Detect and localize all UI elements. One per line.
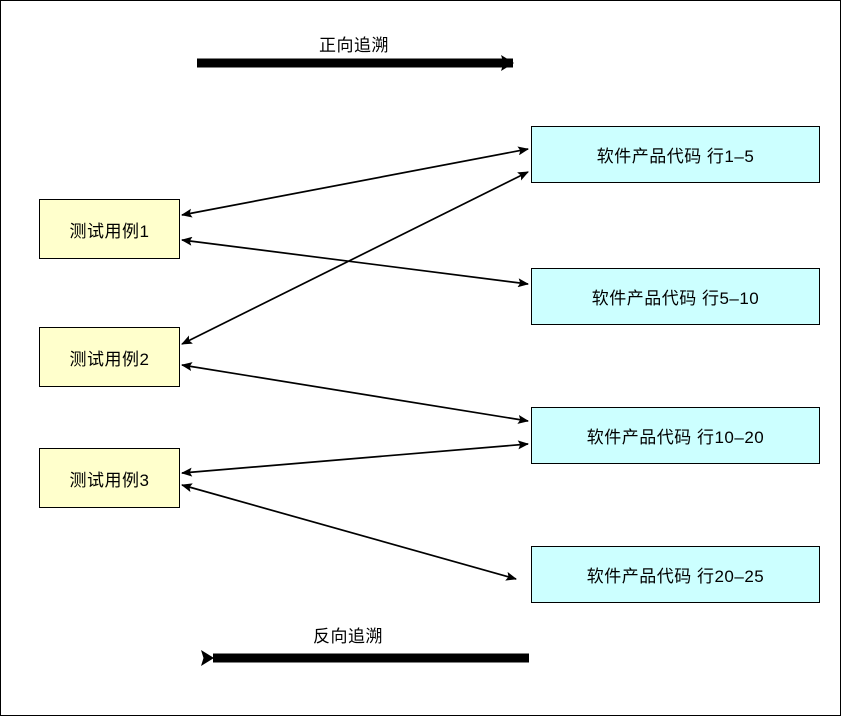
test-case-1-label: 测试用例1 bbox=[69, 221, 150, 241]
link-test2-code3[interactable] bbox=[181, 362, 529, 424]
code-block-4-box[interactable]: 软件产品代码 行20–25 bbox=[531, 546, 820, 603]
code-block-4-label: 软件产品代码 行20–25 bbox=[586, 567, 765, 586]
code-block-1-label: 软件产品代码 行1–5 bbox=[596, 147, 755, 166]
test-case-3-label: 测试用例3 bbox=[69, 470, 150, 490]
code-block-3-box[interactable]: 软件产品代码 行10–20 bbox=[531, 407, 820, 464]
test-case-2-box[interactable]: 测试用例2 bbox=[39, 327, 180, 387]
test-case-1-box[interactable]: 测试用例1 bbox=[39, 199, 180, 259]
link-test1-code3[interactable] bbox=[181, 236, 529, 288]
test-case-3-box[interactable]: 测试用例3 bbox=[39, 448, 180, 508]
test-case-2-label: 测试用例2 bbox=[69, 349, 150, 369]
link-test3-code3[interactable] bbox=[181, 440, 529, 477]
code-block-2-box[interactable]: 软件产品代码 行5–10 bbox=[531, 268, 820, 325]
code-block-2-label: 软件产品代码 行5–10 bbox=[591, 289, 760, 308]
link-test1-code1[interactable] bbox=[181, 146, 529, 218]
code-block-1-box[interactable]: 软件产品代码 行1–5 bbox=[531, 126, 820, 183]
backward-trace-label: 反向追溯 bbox=[313, 627, 383, 646]
link-test2-code1[interactable] bbox=[181, 171, 529, 345]
code-block-3-label: 软件产品代码 行10–20 bbox=[586, 428, 765, 447]
forward-trace-label: 正向追溯 bbox=[319, 36, 389, 55]
link-test3-code4[interactable] bbox=[181, 483, 517, 581]
